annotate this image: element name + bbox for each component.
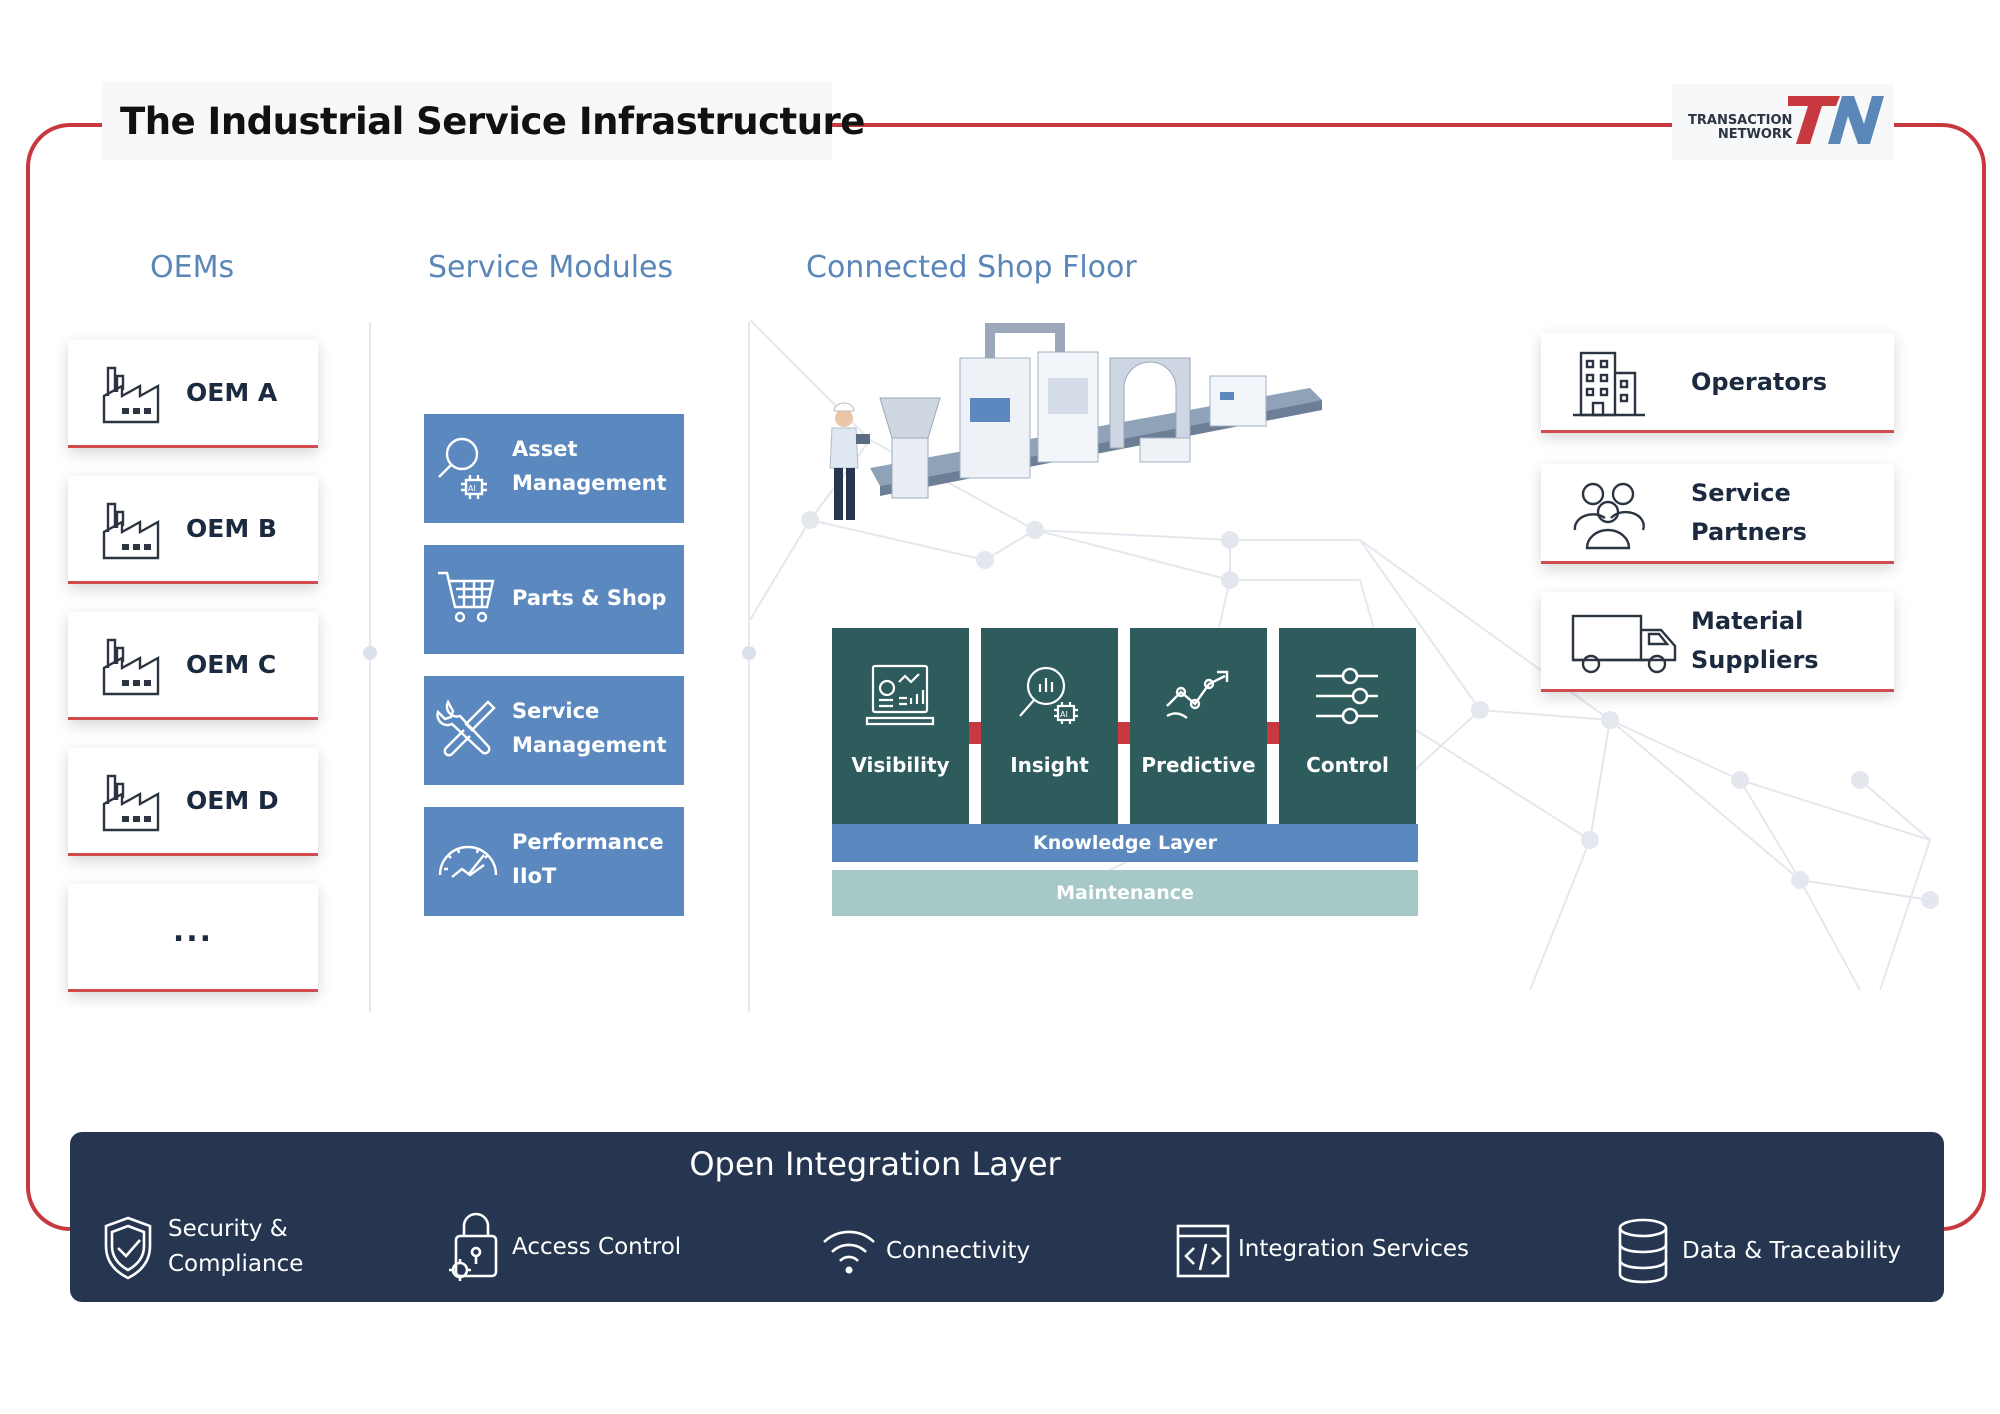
capability-label: Control [1306,753,1389,777]
integration-band [70,1132,1944,1302]
oem-card-more: ... [68,884,318,992]
machine-arch-unit [1109,357,1191,463]
maintenance-layer: Maintenance [832,870,1418,916]
integration-label-line1: Integration Services [1238,1236,1470,1262]
separator-dot [742,646,756,660]
column-header-service-modules: Service Modules [428,250,674,285]
oem-label: OEM B [186,514,277,543]
capability-insight: AI Insight [981,628,1118,824]
factory-icon [102,774,160,832]
oem-card-a: OEM A [68,340,318,448]
separator-modules [748,322,750,1012]
factory-icon [102,502,160,560]
shield-check-icon [104,1216,152,1280]
lock-gear-icon [449,1212,498,1281]
ai-analytics-icon: AI [1019,666,1078,724]
integration-item-security: Security & Compliance [168,1212,303,1282]
stakeholder-label-line2: Suppliers [1691,646,1819,674]
factory-icon [102,638,160,696]
svg-text:AI: AI [468,484,476,493]
svg-text:AI: AI [1060,710,1068,719]
integration-label-line1: Connectivity [886,1238,1031,1264]
module-label-line1: Performance [512,830,664,854]
stakeholder-label-line2: Partners [1691,518,1807,546]
stakeholder-label-line1: Service [1691,479,1791,507]
capability-label: Predictive [1141,753,1256,777]
database-icon [1618,1218,1668,1284]
machine-press-unit [1037,351,1099,463]
column-header-shop-floor: Connected Shop Floor [806,250,1137,285]
shop-floor-illustration [829,323,1322,520]
capability-label: Insight [1010,753,1089,777]
oem-label: OEM D [186,786,279,815]
truck-icon [1571,614,1677,674]
knowledge-layer: Knowledge Layer [832,824,1418,862]
logo-line-2: NETWORK [1717,127,1792,142]
title-background [102,82,832,160]
operator-figure [829,402,870,520]
sliders-icon [1316,667,1378,725]
integration-item-data-traceability: Data & Traceability [1682,1234,1901,1269]
capability-connector [1267,722,1279,744]
page-title: The Industrial Service Infrastructure [120,100,865,143]
factory-icon [102,366,160,424]
stakeholder-operators: Operators [1541,333,1894,433]
tn-logo-icon [1788,96,1884,144]
integration-title: Open Integration Layer [689,1145,1061,1183]
integration-label-line1: Security & [168,1216,288,1242]
module-label-line1: Service [512,699,600,723]
oem-card-c: OEM C [68,612,318,720]
ai-search-icon: AI [438,437,487,499]
oem-label: OEM C [186,650,277,679]
module-label-line2: IIoT [512,864,557,888]
dashboard-icon [865,664,935,726]
oem-card-b: OEM B [68,476,318,584]
wifi-icon [823,1230,875,1274]
integration-item-access-control: Access Control [512,1230,681,1265]
integration-label-line1: Data & Traceability [1682,1238,1901,1264]
capability-connector [969,722,981,744]
cart-icon [438,571,495,623]
capability-control: Control [1279,628,1416,824]
integration-label-line1: Access Control [512,1234,682,1260]
machine-hopper [879,397,941,499]
module-performance-iiot: Performance IIoT [424,807,684,916]
module-parts-shop: Parts & Shop [424,545,684,654]
oem-label: OEM A [186,378,278,407]
oem-card-d: OEM D [68,748,318,856]
capability-connector [1118,722,1130,744]
integration-label-line2: Compliance [168,1251,304,1277]
gauge-icon [438,845,498,878]
people-icon [1573,482,1645,550]
integration-item-integration-services: Integration Services [1238,1232,1469,1267]
stakeholder-label-line1: Material [1691,607,1804,635]
capability-predictive: Predictive [1130,628,1267,824]
building-icon [1573,351,1645,417]
capability-label: Visibility [851,753,950,777]
machine-tall-unit [959,323,1065,479]
module-label-line1: Asset [512,437,578,461]
module-label-line2: Management [512,733,667,757]
separator-dot [363,646,377,660]
code-window-icon [1176,1224,1230,1278]
stakeholder-label-line1: Operators [1691,368,1827,396]
module-service-management: Service Management [424,676,684,785]
more-oems-ellipsis: ... [172,914,214,949]
tools-icon [436,699,496,757]
trend-icon [1166,670,1229,719]
capability-visibility: Visibility [832,628,969,824]
machine-end-unit [1209,375,1267,427]
separator-oems [369,322,371,1012]
module-asset-management: AI Asset Management [424,414,684,523]
module-label-line2: Management [512,471,667,495]
logo-line-1: TRANSACTION [1688,113,1793,128]
stakeholder-service-partners: Service Partners [1541,464,1894,564]
stakeholder-material-suppliers: Material Suppliers [1541,592,1894,692]
module-label-line1: Parts & Shop [512,586,667,610]
integration-item-connectivity: Connectivity [886,1234,1030,1269]
logo-wordmark: TRANSACTION NETWORK [1688,114,1792,142]
column-header-oems: OEMs [150,250,235,285]
